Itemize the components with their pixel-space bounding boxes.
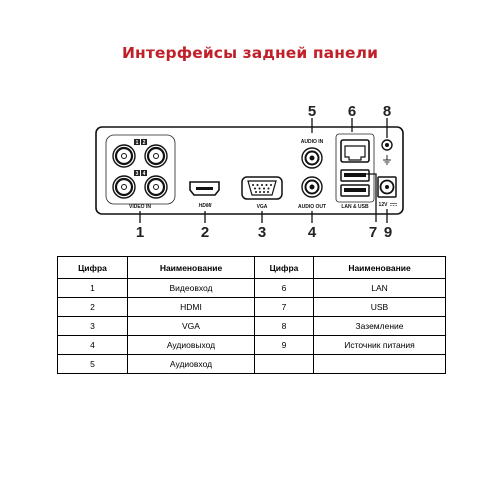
table-cell: LAN: [313, 278, 446, 298]
table-cell: 8: [254, 316, 314, 336]
callout-lines: [139, 118, 388, 223]
callout-4: 4: [308, 224, 317, 241]
page-title: Интерфейсы задней панели: [121, 44, 379, 62]
table-cell: [254, 354, 314, 374]
table-cell: Заземление: [313, 316, 446, 336]
dc-symbol-icon: [390, 203, 397, 206]
interfaces-table: Цифра Наименование Цифра Наименование 1 …: [57, 256, 446, 374]
audio-out-label: AUDIO OUT: [298, 204, 326, 210]
table-row: 4 Аудиовыход 9 Источник питания: [57, 335, 446, 355]
table-cell: 3: [57, 316, 128, 336]
bnc-number-1: 1: [136, 140, 139, 146]
hdmi-port: [189, 181, 220, 196]
audio-in-label: AUDIO IN: [301, 139, 324, 145]
table-header-row: Цифра Наименование Цифра Наименование: [57, 256, 446, 279]
callout-1: 1: [136, 224, 144, 241]
callout-2: 2: [201, 224, 209, 241]
table-cell: Источник питания: [313, 335, 446, 355]
callout-9: 9: [384, 224, 392, 241]
lan-port: [340, 139, 370, 163]
header-number: Цифра: [57, 256, 128, 279]
callout-6: 6: [348, 103, 356, 120]
power-jack: [377, 176, 397, 198]
header-name-2: Наименование: [313, 256, 446, 279]
table-cell: USB: [313, 297, 446, 317]
table-cell: Аудиовыход: [127, 335, 255, 355]
vga-label: VGA: [257, 204, 268, 210]
lan-usb-label: LAN & USB: [341, 204, 369, 210]
bnc-connector-1: [112, 144, 136, 168]
callout-7: 7: [369, 224, 377, 241]
hdmi-label: HDMI: [199, 203, 212, 209]
bnc-connector-4: [144, 175, 168, 199]
bnc-number-2: 2: [143, 140, 146, 146]
callout-8: 8: [383, 103, 391, 120]
usb-port-1: [340, 169, 370, 182]
ground-icon: [383, 155, 391, 165]
video-in-label: VIDEO IN: [129, 204, 151, 210]
usb-port-2: [340, 184, 370, 197]
bnc-connector-3: [112, 175, 136, 199]
table-cell: Аудиовход: [127, 354, 255, 374]
bnc-number-4: 4: [143, 171, 146, 177]
rear-panel-diagram: 1 2 3 4 VIDEO IN HDMI VGA AUDIO IN AUDIO…: [95, 103, 404, 241]
ground-screw: [381, 139, 393, 151]
header-number-2: Цифра: [254, 256, 314, 279]
table-cell: Видеовход: [127, 278, 255, 298]
callout-3: 3: [258, 224, 266, 241]
power-label: 12V: [379, 202, 389, 208]
audio-in-jack: [301, 147, 323, 169]
vga-port: [241, 176, 283, 200]
table-cell: [313, 354, 446, 374]
table-cell: 2: [57, 297, 128, 317]
video-in-bracket: [105, 134, 176, 205]
table-cell: 6: [254, 278, 314, 298]
bnc-connector-2: [144, 144, 168, 168]
table-cell: 1: [57, 278, 128, 298]
table-cell: VGA: [127, 316, 255, 336]
callout-5: 5: [308, 103, 316, 120]
table-row: 5 Аудиовход: [57, 354, 446, 374]
table-cell: 7: [254, 297, 314, 317]
header-name: Наименование: [127, 256, 255, 279]
table-row: 3 VGA 8 Заземление: [57, 316, 446, 336]
audio-out-jack: [301, 176, 323, 198]
table-cell: 5: [57, 354, 128, 374]
table-cell: 9: [254, 335, 314, 355]
device-body: [95, 126, 404, 215]
bnc-number-3: 3: [136, 171, 139, 177]
lan-usb-bracket: [335, 133, 375, 203]
table-cell: 4: [57, 335, 128, 355]
table-cell: HDMI: [127, 297, 255, 317]
table-row: 2 HDMI 7 USB: [57, 297, 446, 317]
table-row: 1 Видеовход 6 LAN: [57, 278, 446, 298]
